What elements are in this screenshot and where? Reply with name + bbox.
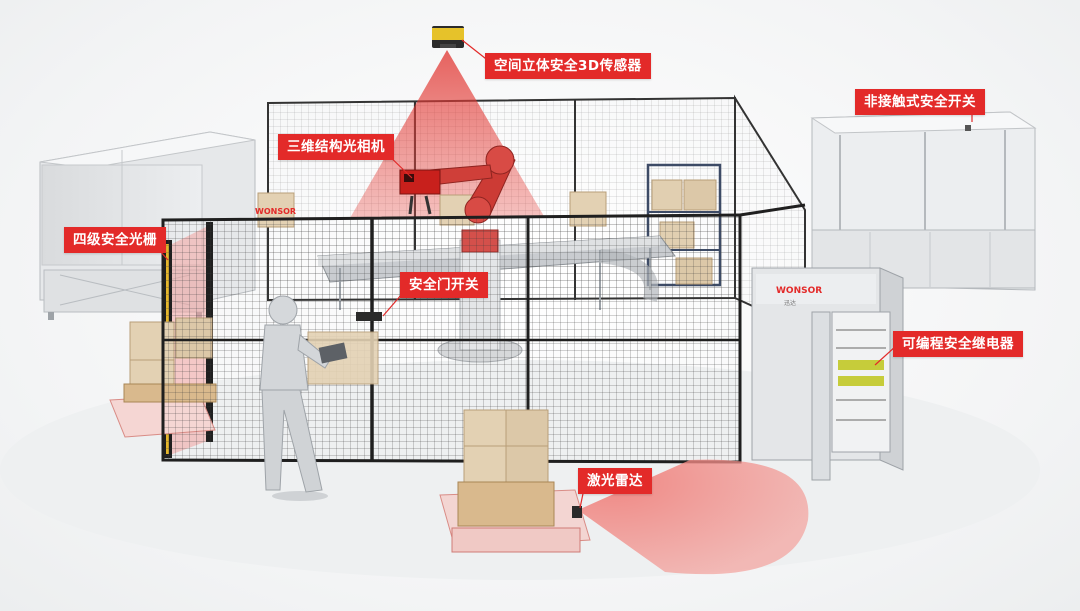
safety-cabinet bbox=[751, 267, 904, 481]
brand-logo-cabinet: WONSOR bbox=[776, 286, 823, 296]
front-fence bbox=[161, 203, 806, 464]
callout-3d-camera: 三维结构光相机 bbox=[278, 134, 394, 160]
callout-safety-relay: 可编程安全继电器 bbox=[893, 331, 1023, 357]
callout-light-curtain: 四级安全光栅 bbox=[64, 227, 166, 253]
operator-figure bbox=[259, 295, 348, 501]
callout-3d-sensor: 空间立体安全3D传感器 bbox=[485, 53, 651, 79]
brand-logo-fence: WONSOR bbox=[255, 207, 297, 216]
callout-non-contact-switch: 非接触式安全开关 bbox=[855, 89, 985, 115]
sensor-3d-device bbox=[432, 26, 464, 48]
callout-door-switch: 安全门开关 bbox=[400, 272, 488, 298]
callout-laser-radar: 激光雷达 bbox=[578, 468, 652, 494]
right-enclosure bbox=[810, 111, 1037, 291]
front-agv bbox=[439, 409, 591, 553]
door-switch-device bbox=[356, 312, 382, 321]
brand-logo-cabinet-sub: 迅达 bbox=[784, 300, 797, 307]
